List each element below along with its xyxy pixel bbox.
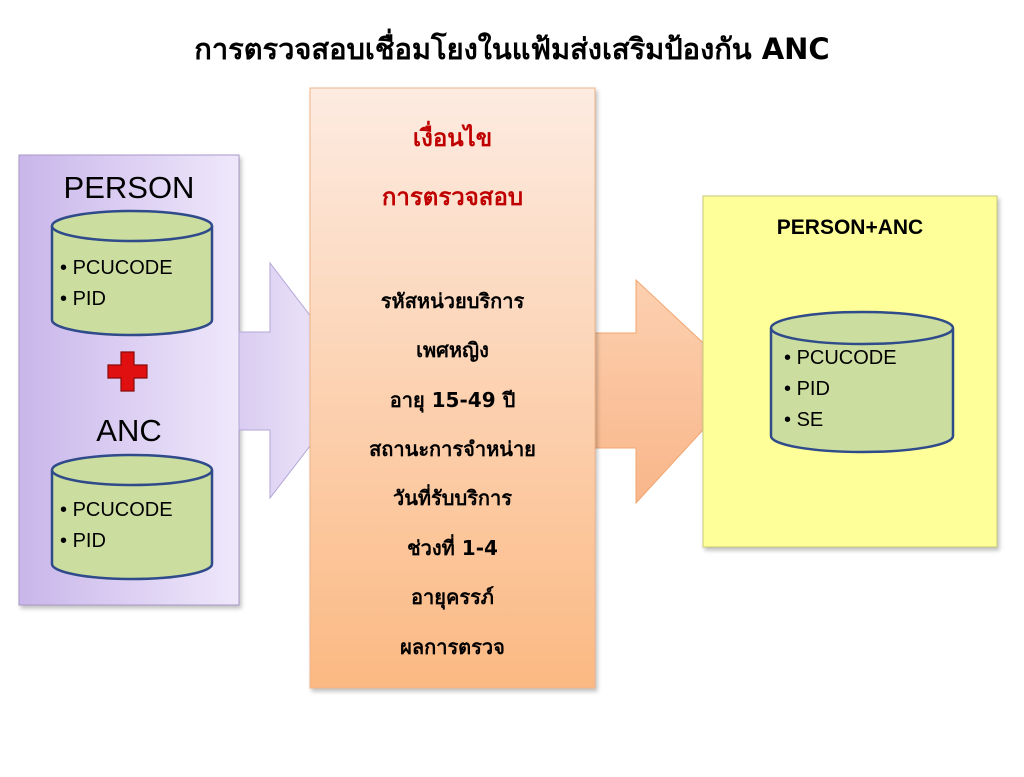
person-field-pid: PID <box>60 284 173 315</box>
result-field-list: PCUCODE PID SE <box>784 343 897 436</box>
plus-icon <box>107 351 148 392</box>
person-field-list: PCUCODE PID <box>60 253 173 315</box>
condition-item: สถานะการจำหน่าย <box>369 437 536 461</box>
anc-field-pid: PID <box>60 526 173 557</box>
conditions-heading-line1: เงื่อนไข <box>412 124 493 152</box>
condition-item: วันที่รับบริการ <box>392 486 513 510</box>
result-field-pid: PID <box>784 374 897 405</box>
condition-item: รหัสหน่วยบริการ <box>380 289 525 313</box>
condition-item: ช่วงที่ 1-4 <box>407 536 498 560</box>
condition-item: อายุครรภ์ <box>410 585 494 609</box>
anc-label: ANC <box>96 413 162 448</box>
anc-field-pcucode: PCUCODE <box>60 495 173 526</box>
arrow-center-to-right <box>593 278 747 505</box>
person-label: PERSON <box>63 170 195 205</box>
condition-item: อายุ 15-49 ปี <box>389 388 516 412</box>
conditions-heading-line2: การตรวจสอบ <box>381 183 524 211</box>
person-field-pcucode: PCUCODE <box>60 253 173 284</box>
anc-field-list: PCUCODE PID <box>60 495 173 557</box>
page-title: การตรวจสอบเชื่อมโยงในแฟ้มส่งเสริมป้องกัน… <box>194 32 830 66</box>
condition-item: เพศหญิง <box>416 338 489 362</box>
result-field-se: SE <box>784 405 897 436</box>
result-label: PERSON+ANC <box>776 216 924 239</box>
condition-item: ผลการตรวจ <box>400 635 505 659</box>
result-field-pcucode: PCUCODE <box>784 343 897 374</box>
conditions-panel <box>309 87 596 689</box>
